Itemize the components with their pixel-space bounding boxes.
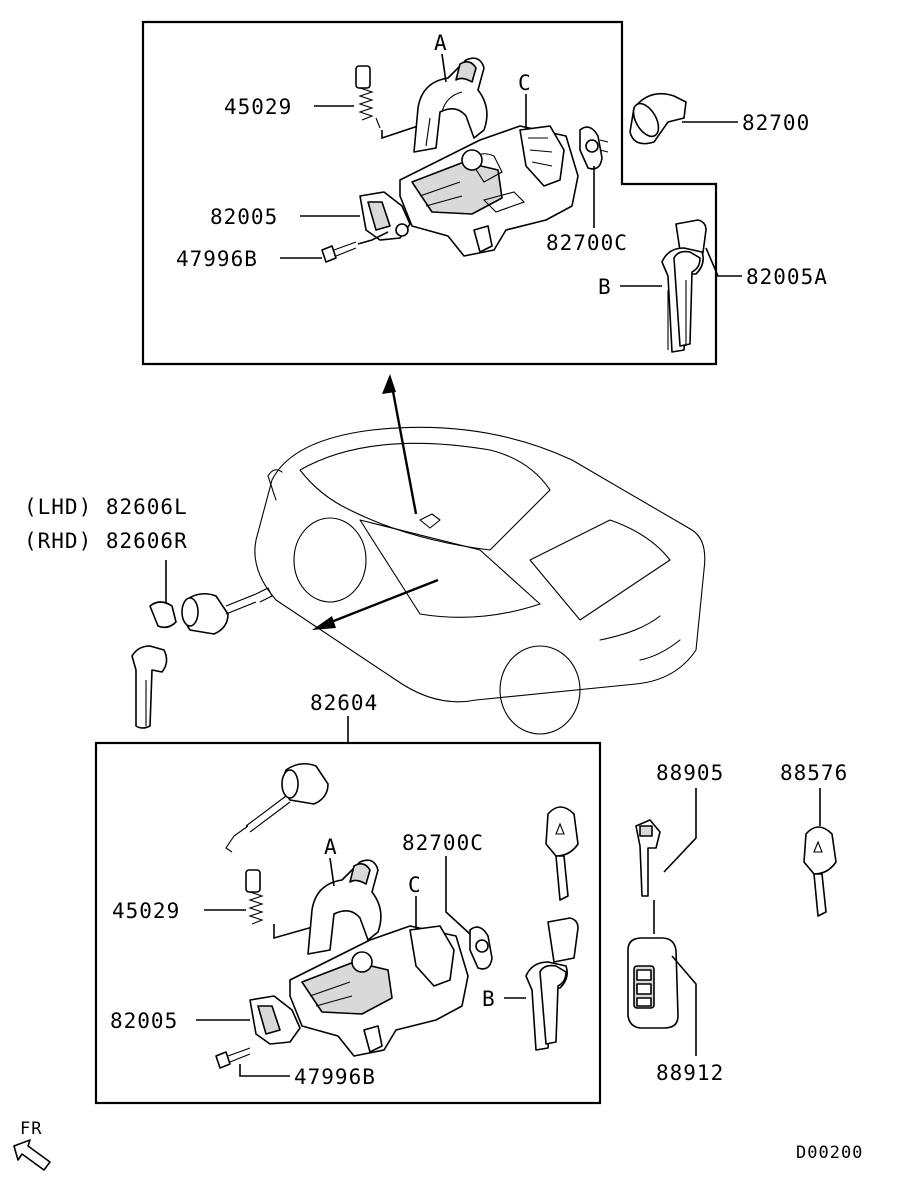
leader-lower-82700C [445, 856, 471, 935]
label-lower-82700C: 82700C [402, 831, 484, 855]
label-lower-C: C [408, 873, 422, 897]
leader-upper-82005A [705, 247, 742, 277]
label-upper-82700: 82700 [742, 111, 810, 135]
lower-switch-82005 [249, 995, 301, 1045]
key-88905 [635, 819, 661, 897]
leader-key-88905 [663, 788, 697, 873]
label-upper-B: B [598, 275, 612, 299]
leader-remote-88912 [671, 955, 697, 1056]
lower-remote-key [545, 806, 579, 901]
lower-door-cylinder [225, 762, 329, 853]
upper-cap-82700C [579, 126, 609, 170]
label-upper-A: A [434, 31, 448, 55]
label-assembly-82604: 82604 [310, 691, 378, 715]
label-upper-C: C [518, 71, 532, 95]
label-lower-A: A [324, 835, 338, 859]
label-lower-82005: 82005 [110, 1009, 178, 1033]
lower-keys-B [525, 917, 579, 1051]
leader-upper-screw-switch [357, 231, 389, 245]
label-lhd: (LHD) 82606L [24, 495, 188, 519]
upper-spring-45029 [355, 65, 381, 129]
upper-detail-frame [141, 20, 718, 366]
label-upper-82005: 82005 [210, 205, 278, 229]
label-upper-82700C: 82700C [546, 231, 628, 255]
label-lower-B: B [482, 987, 496, 1011]
arrow-head-front [312, 616, 336, 630]
lower-screw-47996B [215, 1047, 251, 1069]
key-88576 [803, 826, 837, 917]
upper-bracket-A [413, 57, 488, 153]
front-arrow-icon [13, 1139, 51, 1171]
lower-detail-frame [94, 741, 602, 1105]
front-marker-label: FR [20, 1119, 42, 1139]
lower-spring-45029 [245, 869, 264, 925]
arrow-to-upper-detail [390, 385, 418, 515]
leader-lower-47996B [239, 1064, 290, 1077]
label-key-88576: 88576 [780, 761, 848, 785]
label-upper-47996B: 47996B [176, 247, 258, 271]
label-rhd: (RHD) 82606R [24, 529, 188, 553]
label-key-88905: 88905 [656, 761, 724, 785]
lower-cap-82700C [469, 926, 493, 970]
upper-keys-B [661, 219, 707, 353]
diagram-code: D00200 [796, 1143, 863, 1163]
upper-screw-47996B [321, 241, 357, 263]
label-lower-47996B: 47996B [294, 1065, 376, 1089]
arrow-head-upper [382, 374, 396, 394]
label-upper-82005A: 82005A [746, 265, 828, 289]
label-lower-45029: 45029 [112, 899, 180, 923]
upper-switch-82005 [359, 191, 411, 241]
leader-lower-A [329, 857, 335, 887]
label-remote-88912: 88912 [656, 1061, 724, 1085]
remote-88912 [627, 937, 679, 1029]
arrow-to-front [325, 578, 439, 626]
upper-knob-82700 [629, 92, 687, 145]
lower-steering-lock-body [289, 925, 469, 1057]
label-upper-45029: 45029 [224, 95, 292, 119]
upper-steering-lock-body [399, 125, 579, 257]
door-lock-cylinder [131, 587, 273, 729]
leader-upper-A [441, 53, 447, 83]
vehicle-outline [254, 426, 706, 735]
lower-bracket-A [307, 859, 382, 955]
